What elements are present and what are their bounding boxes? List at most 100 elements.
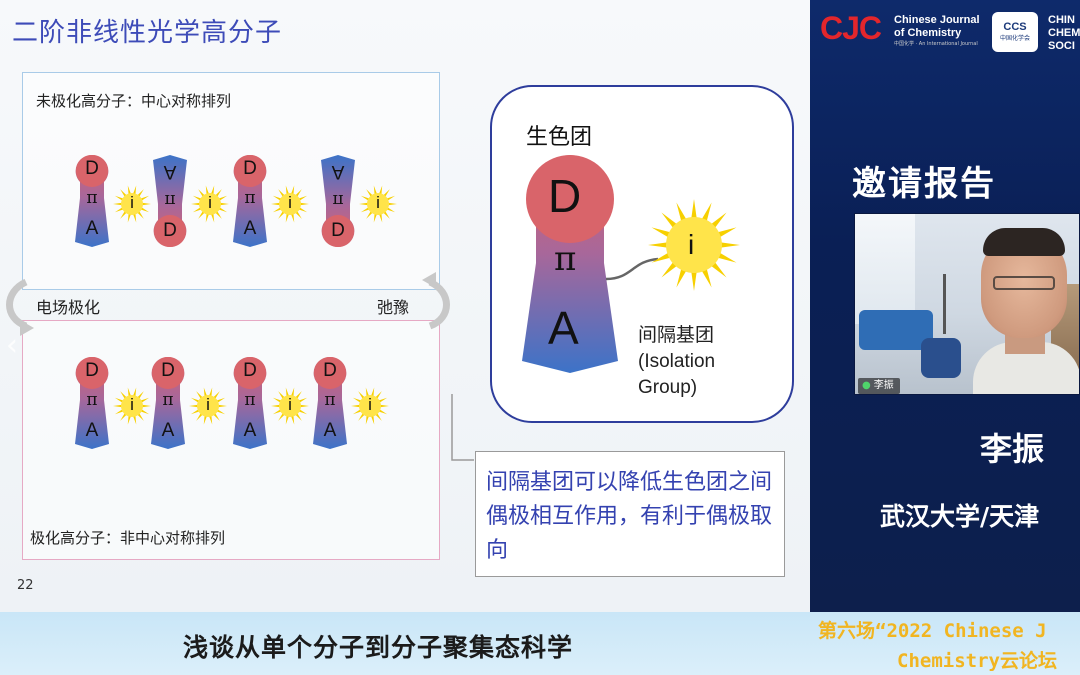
cjc-journal-name: Chinese Journal of Chemistry (894, 14, 980, 40)
sun-ray (365, 387, 369, 397)
chromophore-letter: D (161, 360, 175, 381)
microphone-icon: ● (862, 380, 871, 391)
sun-ray (141, 404, 151, 408)
cjc-logo: CJC (820, 10, 882, 46)
chromophore-letter: D (331, 220, 345, 241)
chromophore-shape (75, 154, 109, 247)
electric-field-poling-label: 电场极化 (36, 298, 101, 317)
sun-ray (716, 227, 737, 238)
polarization-arrows (6, 272, 450, 336)
sun-ray (299, 404, 309, 408)
isolation-letter: i (130, 193, 134, 212)
video-window (855, 214, 915, 324)
chromophore-letter: π (86, 390, 98, 410)
sun-ray (387, 202, 397, 206)
sun-ray (209, 415, 213, 425)
sun-ray (114, 207, 124, 213)
sun-ray (285, 387, 289, 397)
chevron-left-icon[interactable]: ‹ (6, 328, 18, 363)
sun-shape (191, 185, 229, 223)
sun-ray (701, 267, 712, 288)
sun-ray (295, 412, 302, 421)
sun-ray (213, 412, 220, 421)
ccs-logo: CCS 中国化学会 (992, 12, 1038, 52)
isolation-group-sun-icon: i (270, 184, 310, 224)
chromophore-label: 生色团 (526, 125, 593, 150)
chromophore-letter: D (85, 158, 99, 179)
sun-ray (140, 409, 150, 415)
sun-ray (295, 189, 302, 198)
talk-title: 浅谈从单个分子到分子聚集态科学 (183, 633, 574, 662)
sun-ray (191, 202, 201, 206)
sun-ray (375, 391, 382, 400)
chromophore-shape (321, 155, 355, 248)
ccs-name-line2: CHEM (1048, 27, 1080, 39)
cjc-name-line1: Chinese Journal (894, 14, 980, 26)
sun-ray (360, 207, 370, 213)
sun-ray (710, 212, 727, 229)
sun-ray (359, 202, 369, 206)
large-donor-letter: D (548, 170, 582, 222)
speaker-hair (983, 228, 1065, 256)
chromophore-shape (153, 155, 187, 248)
sun-ray (661, 261, 678, 278)
sun-ray (371, 415, 375, 425)
event-name-line2: Chemistry云论坛 (897, 650, 1057, 672)
sun-ray (291, 387, 295, 397)
sun-ray (386, 207, 396, 213)
isolation-letter: i (368, 395, 372, 414)
note-text: 间隔基团可以降低生色团之间偶极相互作用，有利于偶极取向 (486, 470, 773, 563)
sun-ray (365, 415, 369, 425)
sun-ray (366, 189, 373, 198)
sun-ray (215, 189, 222, 198)
sun-ray (196, 412, 203, 421)
sun-ray (651, 252, 672, 263)
sun-ray (137, 391, 144, 400)
talk-title-bar: 浅谈从单个分子到分子聚集态科学 第六场“2022 Chinese J Chemi… (0, 612, 1080, 675)
ccs-name-line1: CHIN (1048, 14, 1075, 26)
sun-ray (190, 409, 200, 415)
isolation-letter: i (376, 193, 380, 212)
sun-ray (366, 210, 373, 219)
sun-ray (278, 391, 285, 400)
sun-core (199, 193, 221, 215)
speaker-name: 李振 (980, 430, 1045, 468)
sun-ray (351, 404, 361, 408)
speaker-video[interactable]: ●李振 (854, 213, 1080, 395)
sun-core (121, 193, 143, 215)
sun-shape (113, 387, 151, 425)
sun-ray (299, 202, 309, 206)
sun-ray (114, 409, 124, 415)
presentation-slide: 二阶非线性光学高分子 未极化高分子：中心对称排列 极化高分子：非中心对称排列 电… (0, 0, 810, 612)
sun-ray (648, 242, 669, 248)
chromophore-letter: D (85, 360, 99, 381)
chromophore-letter: D (323, 360, 337, 381)
sun-ray (205, 185, 209, 195)
sun-ray (378, 397, 388, 403)
sun-ray (271, 202, 281, 206)
large-isolation-sun-icon (648, 199, 740, 291)
speaker-affiliation: 武汉大学/天津 (880, 502, 1040, 531)
sun-ray (278, 210, 285, 219)
sun-shape (351, 387, 389, 425)
chromophore-letter: A (243, 420, 257, 441)
sun-ray (140, 207, 150, 213)
sun-ray (719, 242, 740, 248)
sun-ray (298, 397, 308, 403)
sun-ray (120, 210, 127, 219)
sun-ray (211, 185, 215, 195)
isolation-group-sun-icon: i (112, 184, 152, 224)
video-chair (921, 338, 961, 378)
sun-ray (192, 195, 202, 201)
sun-ray (127, 185, 131, 195)
note-box: 间隔基团可以降低生色团之间偶极相互作用，有利于偶极取向 (475, 451, 785, 577)
sun-ray (383, 210, 390, 219)
chromophore-shape (151, 356, 185, 449)
chromophore-letter: A (161, 420, 175, 441)
event-name-line1: 第六场“2022 Chinese J (818, 620, 1047, 642)
sun-ray (676, 202, 687, 223)
video-participant-tag: ●李振 (858, 378, 900, 394)
ccs-logo-sub: 中国化学会 (999, 35, 1030, 42)
